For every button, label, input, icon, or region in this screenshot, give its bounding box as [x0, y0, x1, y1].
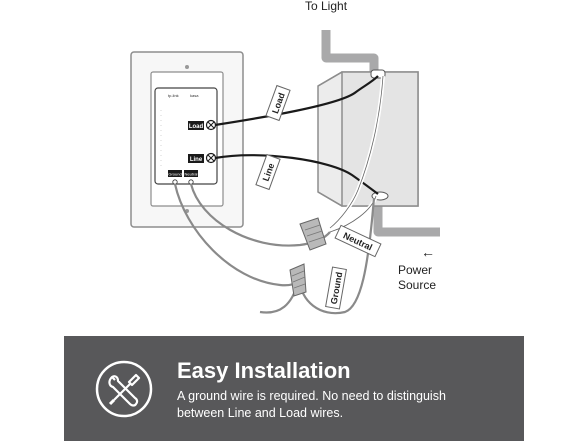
- wiring-diagram: tp-link kasa Load Line Ground Neutral: [130, 0, 440, 315]
- tag-load: Load: [265, 84, 291, 122]
- line-wire: [214, 154, 379, 195]
- installation-banner: Easy Installation A ground wire is requi…: [64, 336, 524, 441]
- banner-title: Easy Installation: [177, 358, 351, 383]
- conduit-power-source: [373, 196, 440, 237]
- wire-nut-upper: [299, 217, 327, 251]
- to-light-label: To Light: [305, 0, 348, 13]
- power-label-line2: Source: [398, 278, 436, 292]
- wire-nut-lower: [289, 263, 307, 297]
- wrench-screwdriver-icon: [95, 360, 153, 418]
- arrow-icon: ←: [421, 244, 435, 260]
- terminal-line-label: Line: [190, 157, 203, 163]
- switch-model: kasa: [190, 93, 199, 98]
- terminal-neutral-label: Neutral: [185, 172, 198, 177]
- tag-line: Line: [255, 153, 281, 191]
- smart-switch: tp-link kasa Load Line Ground Neutral: [154, 87, 218, 185]
- terminal-ground-label: Ground: [168, 172, 181, 177]
- banner-line-2: between Line and Load wires.: [177, 406, 344, 420]
- switch-brand: tp-link: [168, 93, 179, 98]
- terminal-load-label: Load: [189, 124, 204, 130]
- power-label-line1: Power: [398, 263, 432, 277]
- conduit-to-light: [321, 30, 379, 72]
- tag-ground: Ground: [325, 266, 347, 310]
- banner-description: A ground wire is required. No need to di…: [177, 388, 507, 422]
- banner-line-1: A ground wire is required. No need to di…: [177, 389, 446, 403]
- junction-box: [317, 69, 419, 207]
- load-wire: [214, 75, 379, 127]
